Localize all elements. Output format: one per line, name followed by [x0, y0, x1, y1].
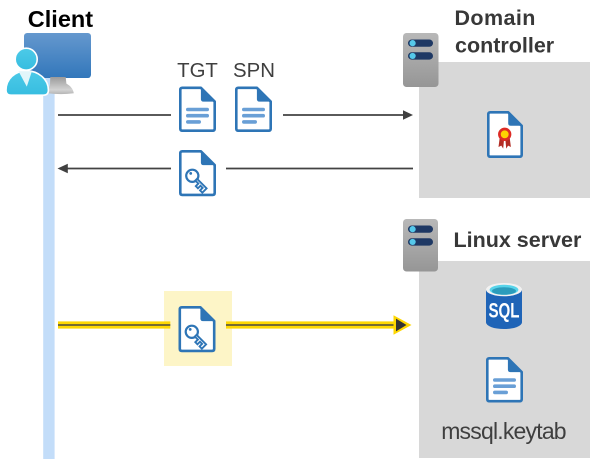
svg-text:Domain: Domain — [455, 6, 536, 30]
svg-text:SPN: SPN — [233, 60, 275, 82]
svg-text:SQL: SQL — [488, 298, 519, 322]
svg-text:TGT: TGT — [177, 60, 218, 82]
svg-text:mssql.keytab: mssql.keytab — [441, 418, 566, 444]
svg-text:controller: controller — [455, 34, 555, 58]
svg-text:Client: Client — [28, 6, 93, 32]
svg-text:Linux server: Linux server — [454, 228, 582, 252]
